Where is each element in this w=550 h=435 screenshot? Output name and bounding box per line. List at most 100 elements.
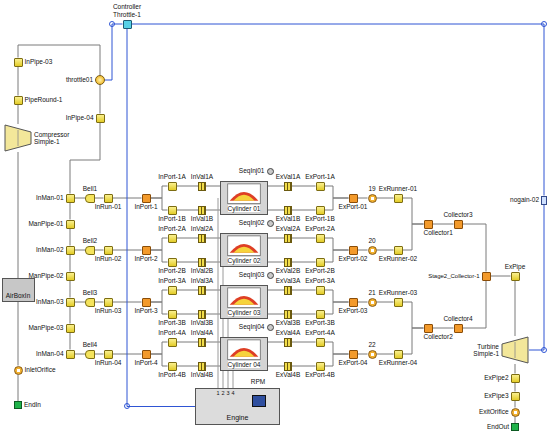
pipe-icon: ExRunner-01 [394,194,403,203]
component-label: PipeRound-1 [25,96,63,103]
pipe-icon: ExPort-4B [316,362,325,371]
component-label: 21 [368,289,375,296]
pipe-icon: ExRunner-02 [394,246,403,255]
flow-connector [377,198,394,199]
component-label: AirBoxIn [6,292,31,299]
component-label: InVal4A [191,329,213,336]
injector-icon: SeqInj03 [267,272,274,279]
port-number: 1 [216,390,219,396]
flow-connector [100,85,101,114]
flow-connector [75,250,86,251]
component-label: Engine [227,414,249,422]
component-label: ExRunner-04 [379,359,417,366]
component-label: SeqInj03 [239,271,265,278]
pipe-icon: ExPipe [511,272,520,281]
pipe-icon: InPort-1A [168,182,177,191]
bellmouth-icon: Bell4 [85,350,95,359]
pipe-icon: ExPort-3A [316,286,325,295]
component-label: InRun-01 [95,203,122,210]
component-label: Cylinder 04 [228,361,261,368]
valve-icon: InVal3A [198,286,206,295]
cylinder-box: Cylinder 02 [220,233,268,267]
component-label: InVal2B [191,267,213,274]
flow-connector [70,255,71,272]
flow-connector [292,186,316,187]
component-label: InMan-02 [36,246,63,253]
flow-connector [177,210,199,211]
component-label: ManPipe-03 [28,324,63,331]
component-label: EndIn [24,401,41,408]
valve-icon: ExVal3A [284,286,292,295]
component-label: InVal4B [191,371,213,378]
component-label: ExRunner-02 [379,255,417,262]
flow-connector [358,250,368,251]
component-label: nogain-02 [510,196,539,203]
flow-connector [403,224,424,250]
pipe-icon: ExPort-2A [316,234,325,243]
valve-icon: ExVal3B [284,310,292,319]
throttle-icon: throttle01 [95,75,105,85]
flow-connector [325,186,349,198]
component-label: ExitOrifice [479,408,509,415]
component-label: InPort-3B [158,319,185,326]
flowsplit-icon: Collector2 [424,324,433,333]
flow-connector [18,375,19,402]
pipe-icon: ExPort-3B [316,310,325,319]
shaft-mark [18,130,19,146]
valve-icon: InVal2A [198,234,206,243]
flow-connector [268,262,284,263]
component-label: ManPipe-01 [28,220,63,227]
engine-icon [252,395,266,407]
end-environment: EndIn [14,401,22,409]
component-label: InPipe-04 [66,114,94,121]
flow-connector [177,342,199,343]
flow-connector [95,250,104,251]
component-label: ExVal1B [276,215,300,222]
component-label: ExPipe [505,263,526,270]
pipe-icon: ManPipe-03 [66,324,75,333]
component-label: ExPort-01 [339,203,368,210]
flow-connector [177,314,199,315]
component-label: Collector3 [443,211,472,218]
pipe-icon: InPipe-04 [96,114,105,123]
component-label: ExVal4A [276,329,300,336]
orifice-icon: 22 [368,350,377,359]
flow-connector [377,250,394,251]
pipe-icon: InRun-01 [104,194,113,203]
injector-icon: SeqInj04 [267,324,274,331]
combustion-dome [230,348,259,357]
flow-connector [403,328,424,354]
valve-icon: InVal4B [198,362,206,371]
flowsplit-icon: ExPort-02 [349,246,358,255]
flowsplit-icon: Collector3 [454,220,463,229]
flow-connector [95,302,104,303]
flowsplit-icon: InPort-1 [142,194,151,203]
pipe-icon: InRun-04 [104,350,113,359]
component-label: throttle01 [66,76,93,83]
pipe-icon: ExRunner-03 [394,298,403,307]
component-label: InPort-1 [134,203,157,210]
component-label: ExPort-04 [339,359,368,366]
flow-connector [268,314,284,315]
flow-connector [325,238,349,250]
component-label: InVal3B [191,319,213,326]
port-number: 3 [226,390,229,396]
gain-icon: nogain-02 [541,196,547,205]
component-label: SeqInj02 [239,219,265,226]
flowsplit-icon: Collector1 [424,220,433,229]
combustion-flame [233,299,254,305]
pipe-icon: ExPort-1A [316,182,325,191]
pipe-icon: ManPipe-01 [66,220,75,229]
pipe-icon: PipeRound-1 [14,96,23,105]
flowsplit-icon: Stage2_Collector-1 [482,272,491,281]
flow-connector [18,302,19,366]
component-label: 19 [368,185,375,192]
pipe-icon: InPort-1B [168,206,177,215]
component-label: ExRunner-01 [379,185,417,192]
flow-connector [177,290,199,291]
component-label: Cylinder 01 [228,205,261,212]
pipe-icon: InPort-3B [168,310,177,319]
valve-icon: ExVal4B [284,362,292,371]
component-label: ExVal1A [276,173,300,180]
cylinder-bore [228,184,261,204]
